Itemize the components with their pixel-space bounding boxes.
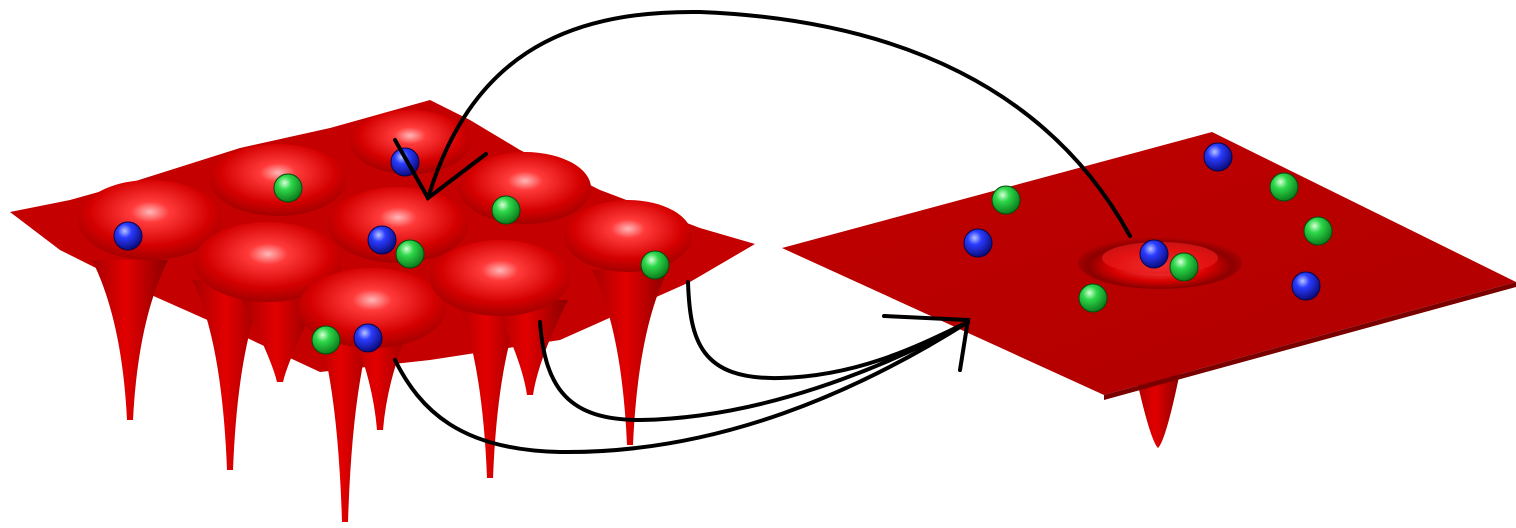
green-particle <box>1079 284 1107 312</box>
blue-particle <box>1292 272 1320 300</box>
green-particle <box>1304 217 1332 245</box>
green-particle <box>992 186 1020 214</box>
green-particle <box>1270 173 1298 201</box>
blue-particle <box>1204 143 1232 171</box>
green-particle <box>274 174 302 202</box>
single-well-potential-surface <box>782 132 1516 448</box>
green-particle <box>641 251 669 279</box>
blue-particle <box>1140 240 1168 268</box>
blue-particle <box>114 222 142 250</box>
lattice-hill <box>564 200 692 272</box>
green-particle <box>312 326 340 354</box>
blue-particle <box>354 324 382 352</box>
well-cone <box>92 260 168 420</box>
green-particle <box>492 196 520 224</box>
blue-particle <box>368 226 396 254</box>
lattice-potential-surface <box>10 100 755 522</box>
green-particle <box>396 240 424 268</box>
mapping-curve-2 <box>540 322 968 420</box>
green-particle <box>1170 253 1198 281</box>
lattice-hill <box>430 240 570 316</box>
blue-particle <box>964 229 992 257</box>
lattice-hill <box>459 152 591 224</box>
